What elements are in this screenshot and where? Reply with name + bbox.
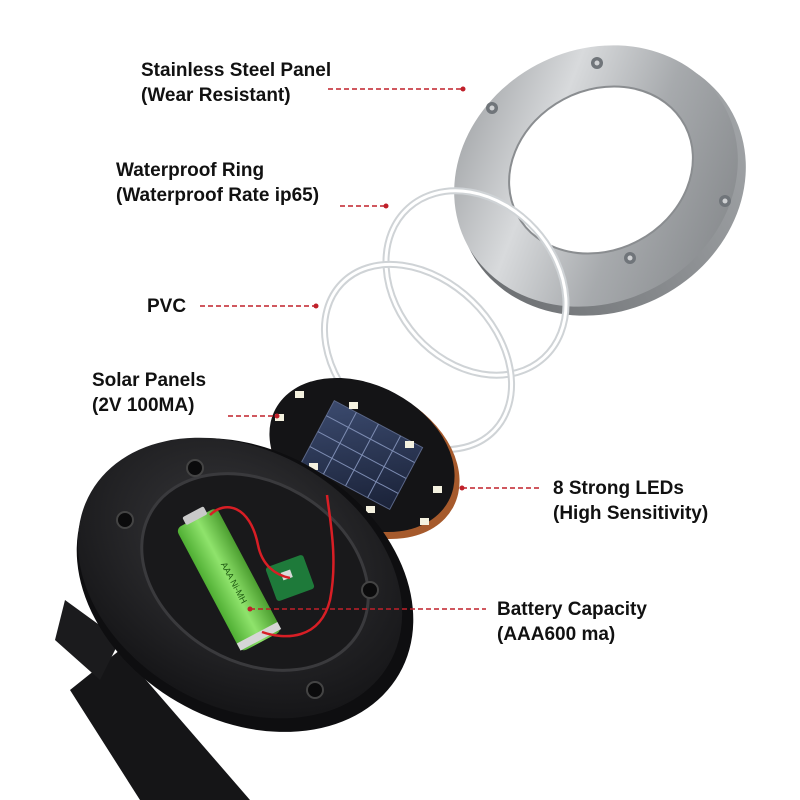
waterproof-ring — [382, 187, 570, 379]
callout-battery-note: (AAA600 ma) — [497, 624, 616, 645]
battery-cell: AAA Ni-MH — [177, 506, 282, 651]
callout-steel-panel-title: Stainless Steel Panel — [141, 60, 332, 81]
led-markers — [275, 391, 442, 525]
callout-waterproof-ring-note: (Waterproof Rate ip65) — [116, 185, 320, 206]
callout-pvc: PVC — [147, 294, 186, 319]
callout-waterproof-ring: Waterproof Ring (Waterproof Rate ip65) — [116, 158, 319, 208]
leader-endpoints — [247, 86, 466, 612]
callout-leds-note: (High Sensitivity) — [553, 503, 709, 524]
callout-battery: Battery Capacity (AAA600 ma) — [497, 597, 647, 647]
callout-leds: 8 Strong LEDs (High Sensitivity) — [553, 476, 708, 526]
callout-solar-panels: Solar Panels (2V 100MA) — [92, 368, 206, 418]
callout-pvc-title: PVC — [147, 296, 187, 317]
leader-lines — [200, 88, 541, 610]
callout-steel-panel-note: (Wear Resistant) — [141, 85, 291, 106]
callout-leds-title: 8 Strong LEDs — [553, 478, 684, 499]
callout-solar-panels-title: Solar Panels — [92, 370, 207, 391]
wires — [209, 494, 335, 638]
callout-steel-panel: Stainless Steel Panel (Wear Resistant) — [141, 58, 331, 108]
callout-waterproof-ring-title: Waterproof Ring — [116, 160, 265, 181]
callout-solar-panels-note: (2V 100MA) — [92, 395, 195, 416]
stainless-steel-panel — [454, 45, 746, 316]
callout-battery-title: Battery Capacity — [497, 599, 647, 620]
